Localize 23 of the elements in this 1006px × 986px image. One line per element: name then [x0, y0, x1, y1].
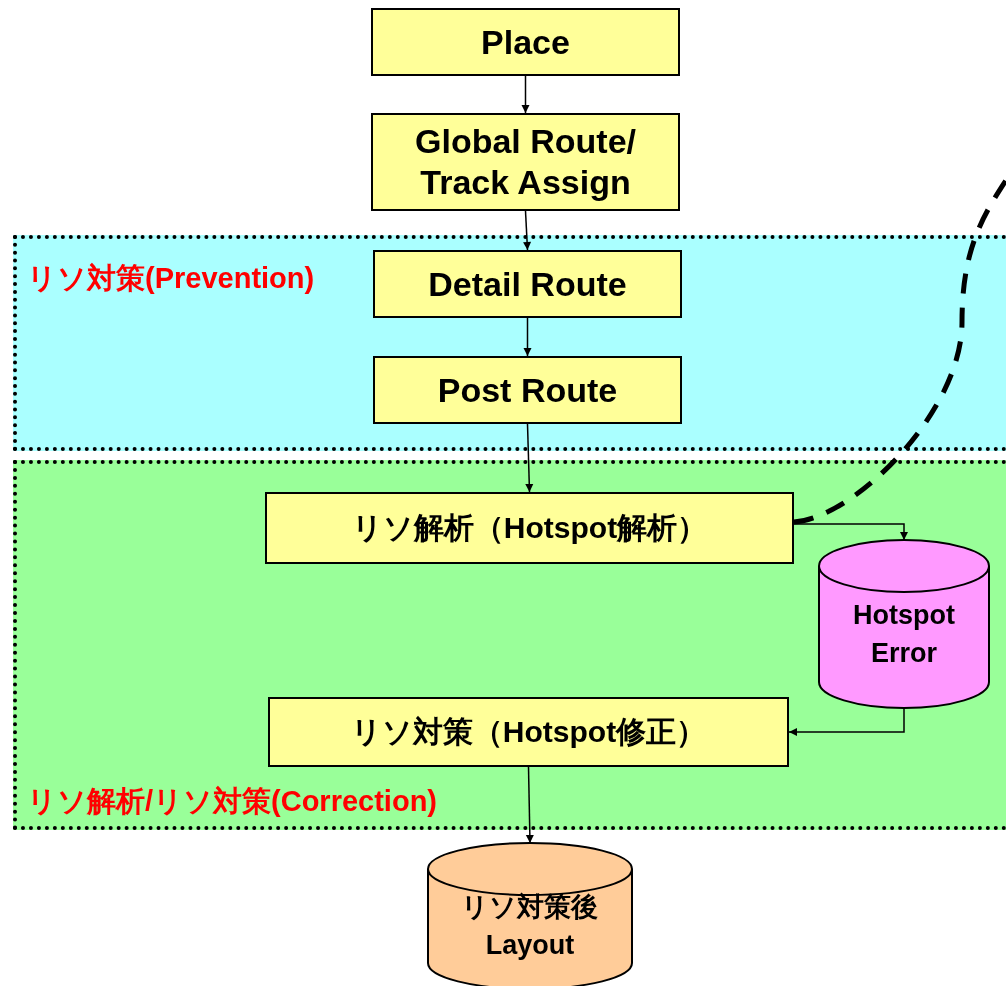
node-label: リソ解析（Hotspot解析）: [351, 510, 708, 546]
node-label: Hotspot Error: [852, 599, 956, 670]
arrow: [523, 210, 532, 251]
arrow: [525, 766, 534, 844]
arrow: [793, 523, 908, 541]
region-label: リソ解析/リソ対策(Correction): [27, 784, 437, 819]
process-box: [371, 8, 680, 76]
node-label: リソ対策（Hotspot修正）: [350, 714, 707, 750]
process-box: [373, 250, 682, 318]
node-label: Global Route/ Track Assign: [414, 121, 637, 203]
node-label: Post Route: [437, 369, 618, 411]
process-box: [265, 492, 794, 564]
process-box: [373, 356, 682, 424]
node-label: Detail Route: [428, 263, 627, 305]
region-label: リソ対策(Prevention): [27, 261, 315, 296]
node-label: リソ対策後 Layout: [460, 891, 600, 962]
arrow: [523, 317, 532, 357]
node-label: Place: [481, 21, 570, 63]
process-box: [268, 697, 789, 767]
arrow: [525, 423, 534, 493]
process-box: [371, 113, 680, 211]
arrow: [521, 75, 530, 114]
arrow: [788, 707, 905, 736]
